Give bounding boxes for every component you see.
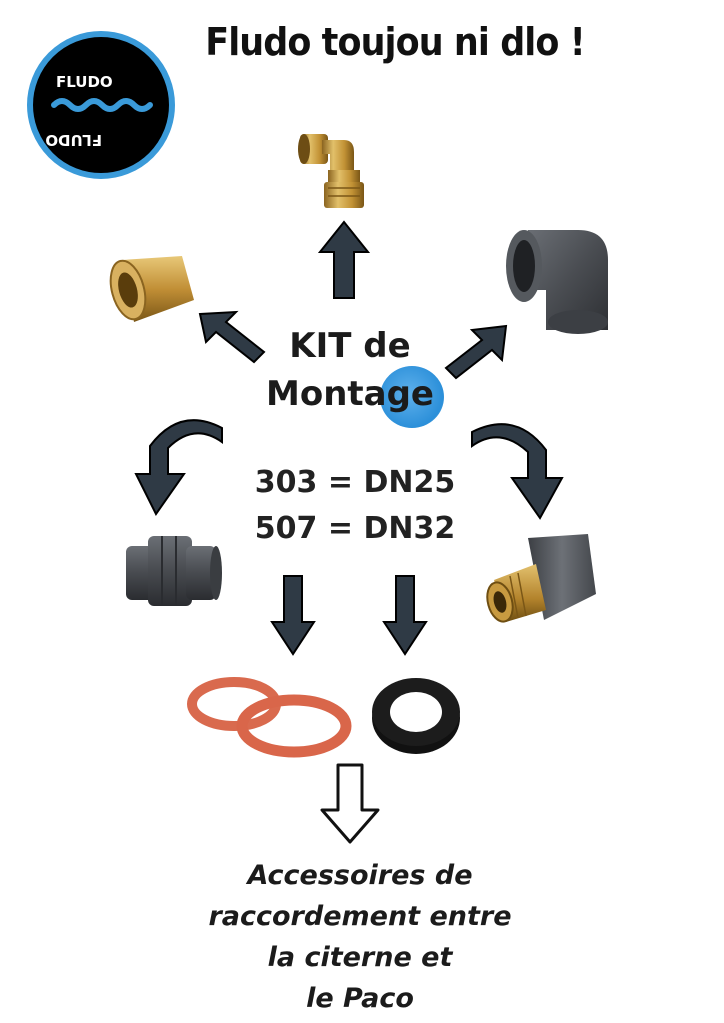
threaded-adapter-icon bbox=[486, 534, 596, 623]
arrow-down-icon bbox=[382, 575, 428, 656]
headline: Fludo toujou ni dlo ! bbox=[205, 20, 585, 64]
brass-adapter-icon bbox=[109, 256, 194, 322]
curved-arrow-left-icon bbox=[134, 419, 223, 516]
caption-line1: Accessoires de bbox=[247, 860, 473, 891]
curved-arrow-right-icon bbox=[471, 423, 564, 520]
code-line-1: 303 = DN25 bbox=[254, 465, 456, 500]
code-line-2: 507 = DN32 bbox=[254, 511, 456, 546]
logo-top-text: FLUDO bbox=[56, 73, 113, 91]
pvc-elbow-icon bbox=[506, 230, 608, 334]
seal-icon bbox=[372, 678, 460, 754]
pvc-union-icon bbox=[126, 536, 222, 606]
kit-title: KIT de Montage bbox=[220, 322, 480, 418]
arrow-up-left-icon bbox=[198, 310, 266, 364]
wave-icon bbox=[51, 98, 153, 112]
fludo-logo: FLUDO FLUDO bbox=[27, 31, 175, 179]
arrow-down-icon bbox=[270, 575, 316, 656]
gasket-icon bbox=[187, 677, 352, 758]
brass-elbow-icon bbox=[298, 134, 364, 208]
arrow-up-right-icon bbox=[444, 324, 508, 380]
logo-bottom-text: FLUDO bbox=[45, 131, 102, 149]
kit-title-line1: KIT de bbox=[289, 326, 411, 366]
kit-title-line2: Montage bbox=[266, 374, 434, 414]
blue-dot bbox=[380, 366, 444, 428]
caption-line3: la citerne et bbox=[267, 942, 453, 973]
kit-codes: 303 = DN25 507 = DN32 bbox=[210, 460, 500, 552]
caption: Accessoires de raccordement entre la cit… bbox=[180, 855, 540, 1019]
outline-arrow-down-icon bbox=[320, 763, 380, 844]
caption-line4: le Paco bbox=[306, 983, 414, 1014]
arrow-up-icon bbox=[317, 220, 371, 299]
caption-line2: raccordement entre bbox=[208, 901, 512, 932]
